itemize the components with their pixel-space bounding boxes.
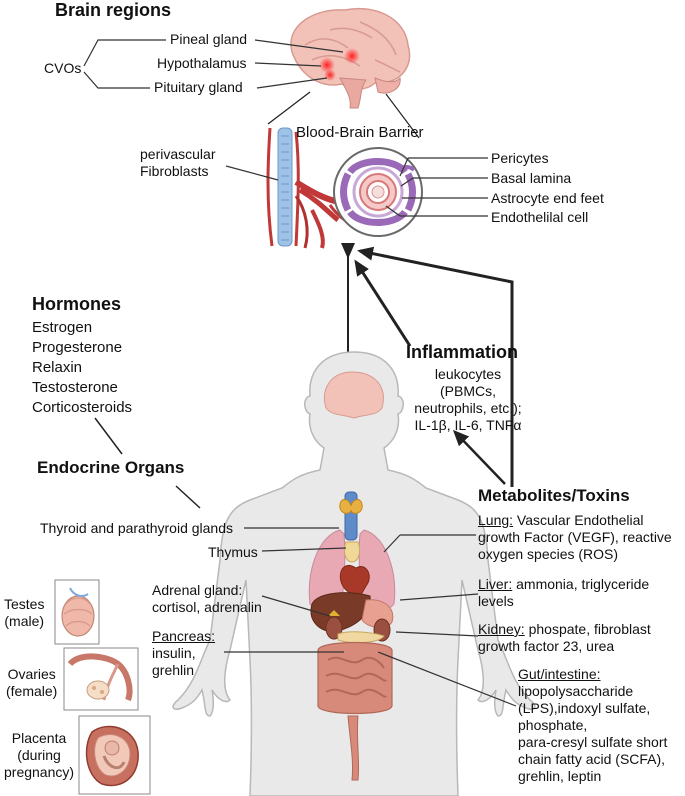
placenta-line: Placenta [11, 730, 67, 746]
kidney-block: Kidney: phospate, fibroblast growth fact… [478, 621, 651, 655]
thymus-label: Thymus [208, 544, 258, 560]
pericytes-label: Pericytes [491, 150, 549, 166]
hormone-item: Progesterone [32, 339, 123, 356]
hormones-list: Estrogen Progesterone Relaxin Testostero… [32, 318, 132, 418]
perivascular-fibroblasts-label: perivascular Fibroblasts [140, 146, 215, 180]
testes-line: (male) [4, 613, 45, 629]
placenta-label: Placenta (during pregnancy) [4, 730, 74, 781]
gut-line: (LPS),indoxyl sulfate, [518, 700, 651, 716]
basal-lamina-label: Basal lamina [491, 170, 572, 186]
pineal-gland-label: Pineal gland [170, 31, 248, 47]
gut-line: chain fatty acid (SCFA), [518, 751, 666, 767]
cvos-label: CVOs [44, 60, 82, 76]
gut-line: grehlin, leptin [518, 768, 602, 784]
testes-illustration [54, 579, 100, 645]
placenta-line: (during [17, 747, 61, 763]
hormone-item: Testosterone [32, 379, 118, 396]
endothelial-cell-label: Endothelilal cell [491, 209, 589, 225]
adrenal-line: Adrenal gland: [152, 582, 243, 598]
lung-line: growth Factor (VEGF), reactive [478, 529, 672, 545]
bbb-title: Blood-Brain Barrier [296, 124, 424, 141]
hormones-title: Hormones [32, 294, 122, 314]
lung-heading: Lung: [478, 512, 514, 528]
inflammation-list: leukocytes (PBMCs, neutrophils, etc.); I… [404, 366, 532, 434]
liver-line: ammonia, triglyceride [512, 576, 650, 592]
gut-line: para-cresyl sulfate short [518, 734, 668, 750]
perivascular-line-1: perivascular [140, 146, 216, 162]
liver-heading: Liver: [478, 576, 513, 592]
thyroid-label: Thyroid and parathyroid glands [40, 520, 234, 536]
kidney-line: growth factor 23, urea [478, 638, 615, 654]
hormone-item: Estrogen [32, 319, 93, 336]
liver-line: levels [478, 593, 514, 609]
metabolites-title: Metabolites/Toxins [478, 486, 630, 505]
lung-block: Lung: Vascular Endothelial growth Factor… [478, 512, 672, 563]
pancreas-line: insulin, [152, 645, 196, 661]
ovaries-illustration [63, 647, 139, 711]
gut-heading: Gut/intestine: [518, 666, 601, 682]
testes-label: Testes (male) [4, 596, 44, 630]
ovaries-line: Ovaries [7, 666, 56, 682]
adrenal-label: Adrenal gland: cortisol, adrenalin [152, 582, 262, 616]
pancreas-label: Pancreas: insulin, grehlin [152, 628, 215, 679]
hormone-item: Corticosteroids [32, 399, 133, 416]
kidney-heading: Kidney: [478, 621, 525, 637]
ovaries-label: Ovaries (female) [6, 666, 57, 700]
perivascular-line-2: Fibroblasts [140, 163, 209, 179]
testes-line: Testes [4, 596, 45, 612]
inflammation-line: (PBMCs, [440, 383, 496, 399]
kidney-line: phospate, fibroblast [524, 621, 651, 637]
lung-line: oxygen species (ROS) [478, 546, 619, 562]
lung-line: Vascular Endothelial [513, 512, 644, 528]
pituitary-gland-label: Pituitary gland [154, 79, 243, 95]
adrenal-line: cortisol, adrenalin [152, 599, 262, 615]
hormone-item: Relaxin [32, 359, 83, 376]
placenta-illustration [78, 715, 151, 795]
pancreas-line: grehlin [152, 662, 195, 678]
gut-line: phosphate, [518, 717, 588, 733]
brain-regions-title: Brain regions [55, 0, 172, 20]
inflammation-line: neutrophils, etc.); [414, 400, 522, 416]
endocrine-organs-title: Endocrine Organs [37, 458, 185, 477]
liver-block: Liver: ammonia, triglyceride levels [478, 576, 649, 610]
gut-line: lipopolysaccharide [518, 683, 634, 699]
inflammation-line: leukocytes [434, 366, 502, 382]
bbb-cross-section [333, 147, 423, 237]
inflammation-line: IL-1β, IL-6, TNFα [414, 417, 522, 433]
ovaries-line: (female) [6, 683, 58, 699]
human-body-illustration [172, 351, 536, 796]
astrocyte-end-feet-label: Astrocyte end feet [491, 190, 604, 206]
pancreas-heading: Pancreas: [152, 628, 216, 644]
hypothalamus-label: Hypothalamus [157, 55, 247, 71]
placenta-line: pregnancy) [4, 764, 75, 780]
gut-block: Gut/intestine: lipopolysaccharide (LPS),… [518, 666, 667, 785]
inflammation-title: Inflammation [406, 342, 519, 362]
